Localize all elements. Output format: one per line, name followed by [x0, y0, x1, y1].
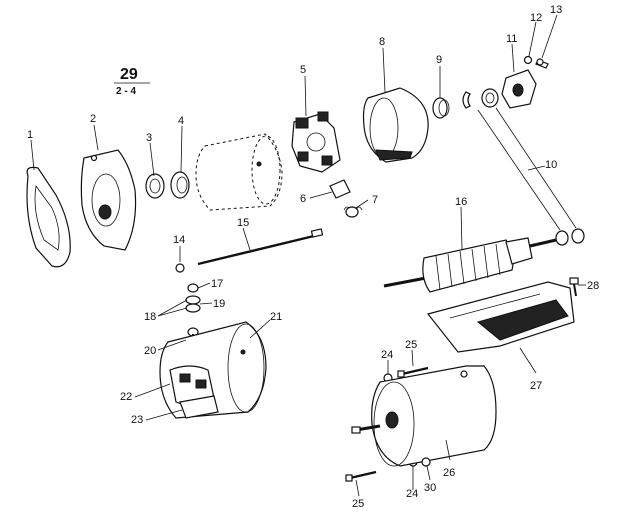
label-6: 6: [300, 193, 306, 205]
label-22: 22: [120, 391, 132, 403]
label-23: 23: [131, 414, 143, 426]
label-2: 2: [90, 113, 96, 125]
group-header: 29 2 - 4: [114, 66, 150, 97]
label-28: 28: [587, 280, 599, 292]
group-sub: 2 - 4: [116, 86, 136, 97]
label-17: 17: [211, 278, 223, 290]
part-7-spring: [343, 206, 363, 218]
label-12: 12: [530, 12, 542, 24]
part-23-contact-plate: [179, 395, 219, 419]
label-9: 9: [436, 54, 442, 66]
label-25-lower: 25: [352, 498, 364, 510]
label-10: 10: [545, 159, 557, 171]
part-28-screw: [569, 277, 579, 297]
part-25-screw-upper: [397, 366, 429, 378]
part-9-bushing: [432, 97, 450, 119]
label-24-lower: 24: [406, 488, 418, 500]
label-14: 14: [173, 234, 185, 246]
label-8: 8: [379, 36, 385, 48]
part-30-washer: [421, 457, 431, 467]
label-4: 4: [178, 115, 184, 127]
label-15: 15: [237, 217, 249, 229]
callout-labels: 1 2 3 4 5 6 7 8 9 10 11 12 13 14 15 16 1…: [27, 4, 599, 510]
dashed-housing: [195, 133, 283, 211]
label-5: 5: [300, 64, 306, 76]
part-19-washer: [185, 295, 201, 313]
group-number: 29: [120, 66, 138, 83]
label-21: 21: [270, 311, 282, 323]
part-10-shims: [462, 88, 585, 246]
part-13-screw: [535, 58, 549, 69]
part-5-brush-holder: [291, 111, 341, 173]
label-1: 1: [27, 129, 33, 141]
part-11-cover-plate: [501, 69, 537, 109]
label-20: 20: [144, 345, 156, 357]
part-8-band-cover: [362, 87, 429, 163]
part-1-gasket: [26, 166, 71, 268]
part-2-end-shield: [80, 149, 137, 251]
label-26: 26: [443, 467, 455, 479]
part-26-starter-body: [351, 365, 497, 467]
part-17-nut: [187, 283, 199, 293]
label-7: 7: [372, 194, 378, 206]
part-15-through-bolt: [197, 228, 324, 266]
part-6-brush: [329, 179, 351, 199]
label-19: 19: [213, 298, 225, 310]
part-3-bushing: [145, 173, 165, 199]
part-14-nut: [175, 263, 185, 273]
label-13: 13: [550, 4, 562, 16]
label-25-upper: 25: [405, 339, 417, 351]
label-24-upper: 24: [381, 349, 393, 361]
label-11: 11: [506, 33, 517, 45]
label-3: 3: [146, 132, 152, 144]
leader-lines: [30, 14, 586, 497]
part-27-cover-shell: [426, 281, 575, 353]
label-27: 27: [530, 380, 542, 392]
part-16-armature: [383, 237, 557, 293]
label-30: 30: [424, 482, 436, 494]
part-25-screw-lower: [345, 470, 377, 482]
part-4-seal-ring: [170, 171, 190, 199]
label-18: 18: [144, 311, 156, 323]
label-16: 16: [455, 196, 467, 208]
part-12-washer: [523, 55, 533, 65]
